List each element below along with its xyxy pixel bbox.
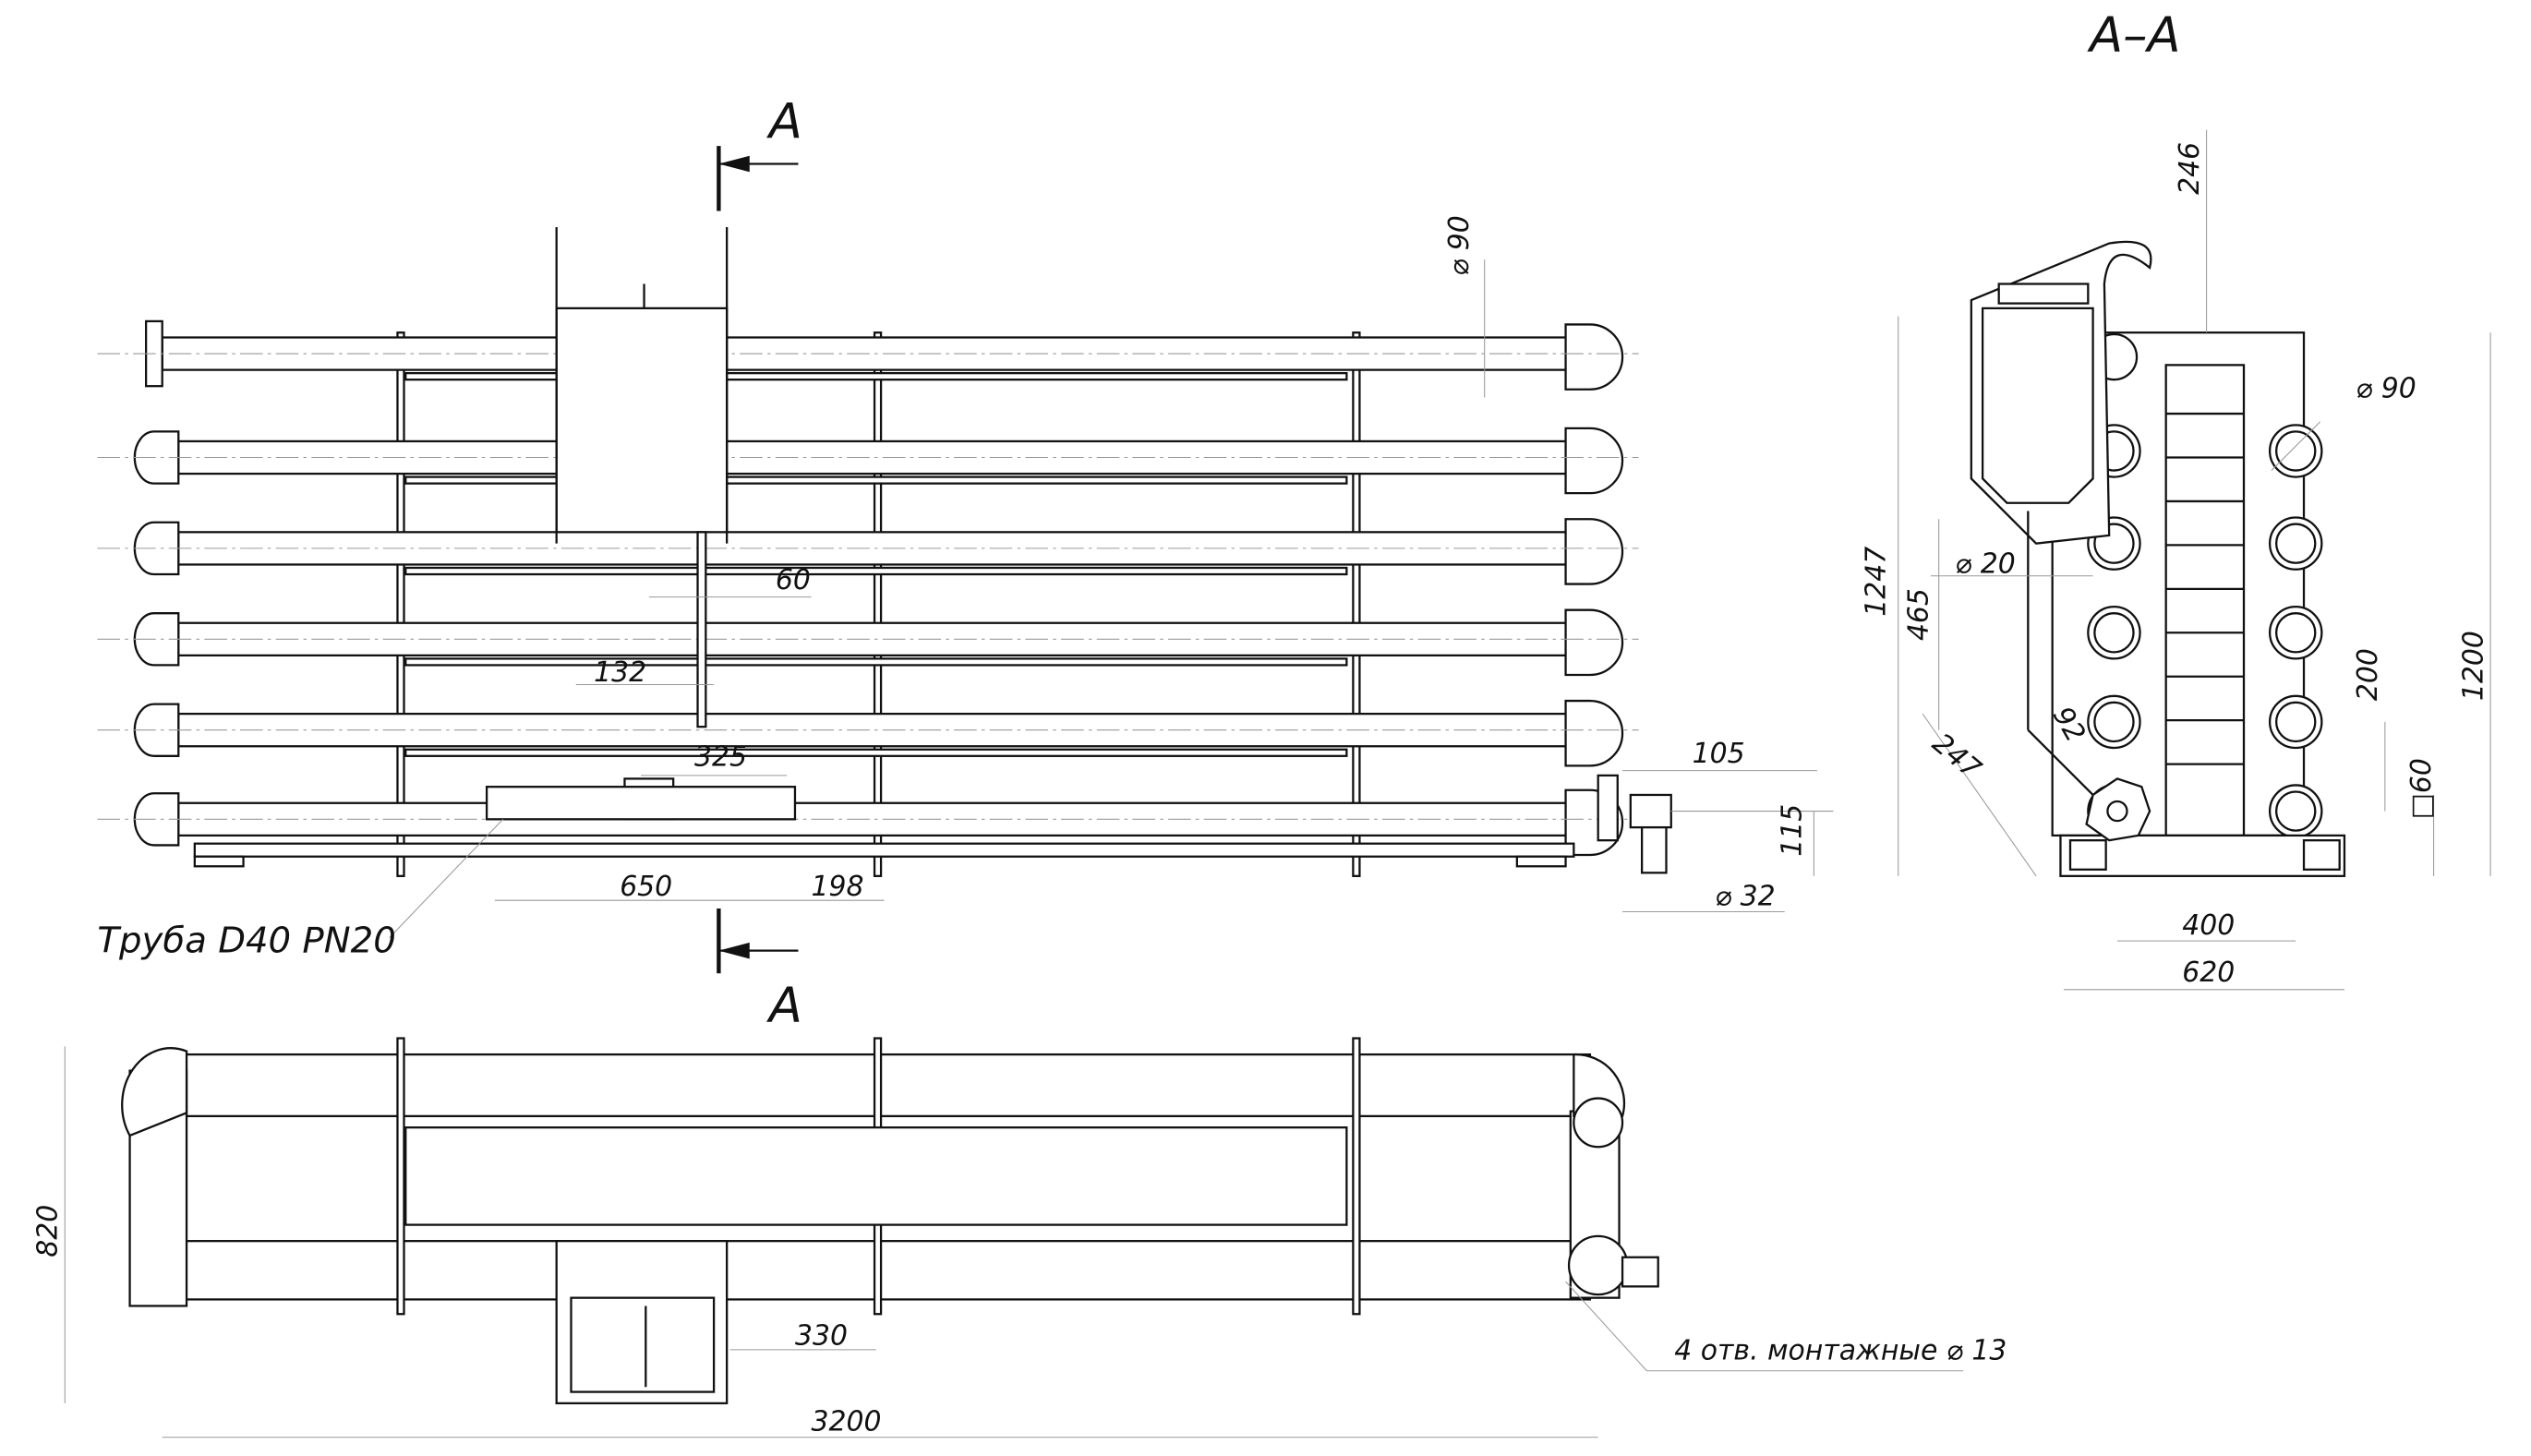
- foot-tube: [2068, 839, 2107, 871]
- dim-1247: 1247: [1861, 547, 1893, 617]
- frame-post: [396, 1037, 405, 1316]
- pipe-end-cap: [133, 521, 180, 576]
- pump-shaft: [2106, 800, 2128, 823]
- pipe-section: [2087, 694, 2141, 750]
- pipe-inner: [2093, 612, 2135, 654]
- dim-20: ⌀ 20: [1955, 548, 2015, 580]
- section-mark-top: A: [717, 93, 802, 211]
- pipe-elbow: [1564, 608, 1624, 677]
- front-view: [97, 227, 1834, 938]
- frame-post: [1352, 1037, 1361, 1316]
- tank-lid: [1997, 283, 2090, 305]
- pipe-section: [2087, 606, 2141, 660]
- center-column: [2164, 364, 2246, 837]
- pipe-elbow: [121, 1047, 188, 1137]
- pipe-opening: [1573, 1097, 1624, 1149]
- dim-132: 132: [594, 656, 646, 689]
- pipe-inner: [2275, 523, 2317, 564]
- filter-tank: [1981, 307, 2094, 504]
- pipe-elbow: [1564, 323, 1624, 391]
- pipe-end-cap: [133, 703, 180, 757]
- pipe-inner: [2093, 523, 2135, 564]
- frame-post: [396, 331, 405, 877]
- pipe-section: [2268, 516, 2323, 571]
- pipe-inner: [2275, 701, 2317, 743]
- pipe-section: [2268, 784, 2323, 838]
- top-view: [64, 1037, 1964, 1438]
- leader-line: [389, 818, 504, 938]
- filter-window: [570, 1296, 716, 1393]
- frame-post: [873, 331, 883, 877]
- dim-200: 200: [2352, 648, 2384, 701]
- outlet-flange: [1597, 774, 1619, 842]
- pipe-section: [2268, 694, 2323, 750]
- section-mark-bottom: A: [717, 908, 802, 1034]
- pipe-label: Труба D40 PN20: [97, 920, 395, 961]
- foot-tube: [2302, 839, 2341, 871]
- foot: [193, 855, 245, 868]
- outlet-pipe: [1640, 825, 1668, 874]
- pipe-inner: [2275, 790, 2317, 832]
- drain-pipe: [696, 531, 707, 728]
- frame-rail: [404, 475, 1348, 485]
- dim-198: 198: [812, 871, 864, 903]
- frame-rail: [404, 657, 1348, 667]
- pipe-elbow: [1564, 427, 1624, 495]
- drain-tube: [2027, 728, 2094, 796]
- dimension-line: [2271, 421, 2320, 471]
- section-label-a-bottom: A: [766, 978, 802, 1034]
- dim-60: 60: [776, 564, 811, 596]
- pump-rail: [485, 786, 797, 821]
- base-rail: [193, 842, 1575, 858]
- filter-box: [555, 307, 729, 534]
- frame-rail: [404, 372, 1348, 381]
- leader-line: [1565, 1281, 1647, 1372]
- section-a-a-view: [1898, 129, 2491, 991]
- dim-square-60: □60: [2405, 758, 2438, 819]
- pipe-elbow: [1567, 1234, 1629, 1296]
- dim-620: 620: [2182, 957, 2235, 989]
- dim-3200: 3200: [812, 1406, 882, 1438]
- dim-115: 115: [1776, 804, 1808, 857]
- pipe-section: [2268, 424, 2323, 478]
- dim-650: 650: [620, 871, 672, 903]
- frame-panel: [404, 1126, 1348, 1226]
- pipe-elbow: [1564, 518, 1624, 585]
- dim-400: 400: [2182, 909, 2235, 942]
- dim-105: 105: [1693, 738, 1745, 770]
- outlet-elbow: [1629, 793, 1672, 829]
- section-label-a-top: A: [766, 93, 802, 150]
- dim-247: 247: [1926, 728, 1987, 786]
- dimension-line: [1922, 713, 2037, 877]
- dim-section-pipe-dia: ⌀ 90: [2356, 373, 2416, 405]
- frame-post: [1352, 331, 1361, 877]
- dim-820: 820: [31, 1205, 64, 1257]
- pipe-section: [2268, 606, 2323, 660]
- dim-32: ⌀ 32: [1715, 880, 1775, 912]
- pipe-end-cap: [133, 430, 180, 485]
- dim-465: 465: [1902, 588, 1934, 641]
- dim-330: 330: [795, 1320, 848, 1353]
- pipe-elbow: [1564, 699, 1624, 767]
- pipe-inner: [2275, 612, 2317, 654]
- frame-rail: [404, 748, 1348, 757]
- section-title: A–A: [2087, 7, 2180, 64]
- dim-325: 325: [694, 740, 747, 773]
- pipe-inner: [2093, 701, 2135, 743]
- base: [2059, 834, 2346, 877]
- dim-1200: 1200: [2457, 631, 2489, 701]
- dim-246: 246: [2174, 142, 2206, 195]
- frame-rail: [404, 566, 1348, 576]
- foot: [1515, 855, 1567, 868]
- pump-section: [2085, 777, 2151, 842]
- mounting-holes-label: 4 отв. монтажные ⌀ 13: [1674, 1334, 2007, 1366]
- outlet-elbow: [1621, 1256, 1659, 1288]
- pipe-inner: [2275, 430, 2317, 472]
- pipe-end-cap: [133, 792, 180, 847]
- pipe-end-cap: [133, 612, 180, 667]
- dim-front-pipe-dia: ⌀ 90: [1443, 215, 1476, 275]
